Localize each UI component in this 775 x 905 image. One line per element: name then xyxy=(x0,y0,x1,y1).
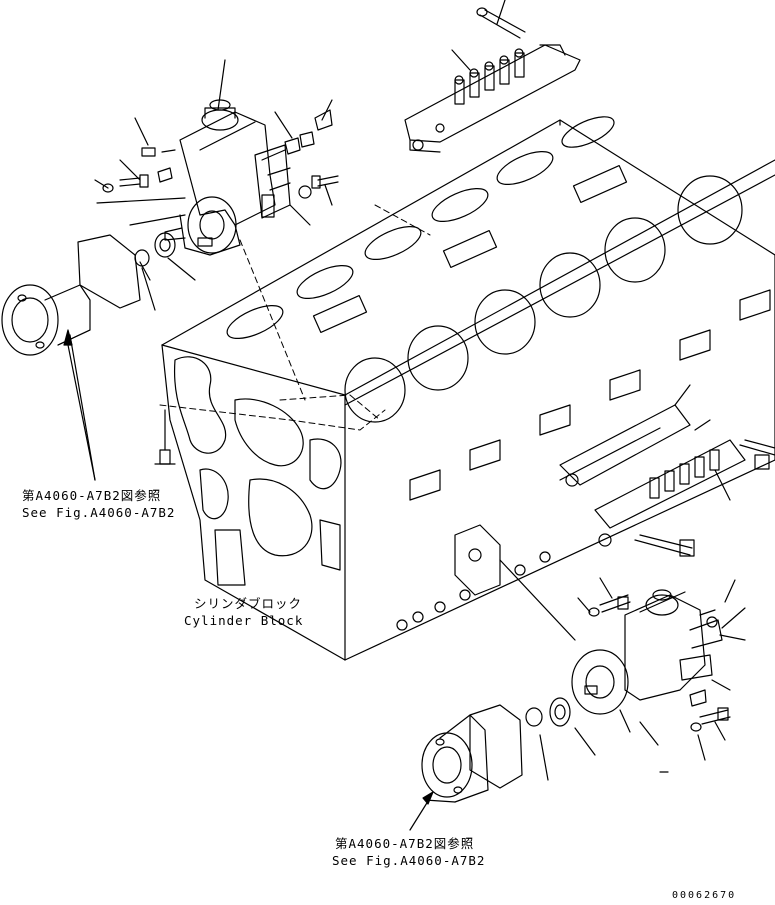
lower-fuel-pump xyxy=(525,577,746,781)
mounting-bracket xyxy=(454,524,576,641)
drawing-number: 00062670 xyxy=(672,890,737,901)
oil-pan-bosses xyxy=(396,551,551,631)
lower-fuel-rail-assembly xyxy=(559,384,775,557)
cylinder-bores xyxy=(226,116,628,340)
delivery-valves xyxy=(454,48,525,105)
cylinder-block xyxy=(159,116,775,661)
lower-drive-housing xyxy=(409,704,523,831)
reference-label-top-jp: 第A4060-A7B2図参照 xyxy=(22,488,162,503)
lower-delivery-valves xyxy=(649,449,720,499)
reference-label-bottom-jp: 第A4060-A7B2図参照 xyxy=(335,836,475,851)
side-bolt xyxy=(154,409,176,465)
upper-fuel-rail-assembly xyxy=(404,0,581,153)
front-face-cores xyxy=(173,356,342,586)
reference-label-top-en: See Fig.A4060-A7B2 xyxy=(22,505,176,520)
cylinder-block-label-jp: シリンダブロック xyxy=(194,596,303,611)
reference-arrows xyxy=(63,329,434,805)
upper-drive-housing xyxy=(1,234,141,481)
hidden-lines xyxy=(159,204,431,431)
cylinder-block-label-en: Cylinder Block xyxy=(184,613,304,628)
block-web-pockets xyxy=(409,289,771,501)
upper-fuel-pump xyxy=(94,59,339,311)
liner-bores xyxy=(344,175,743,423)
reference-label-bottom-en: See Fig.A4060-A7B2 xyxy=(332,853,486,868)
